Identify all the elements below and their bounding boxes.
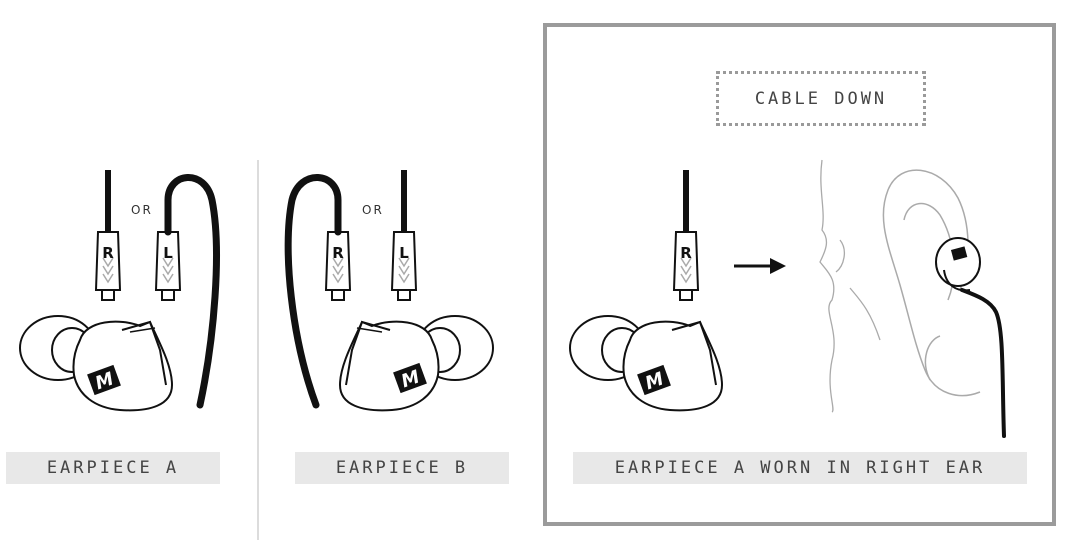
brand-m-logo: M [393, 362, 427, 394]
earpiece-body [72, 320, 174, 412]
or-label-b: OR [362, 203, 384, 217]
connector-label-r: R [680, 244, 692, 262]
connector-r [324, 231, 352, 301]
caption-earpiece-a: EARPIECE A [6, 452, 220, 484]
brand-m-logo: M [87, 364, 121, 396]
arrow-right-icon [734, 258, 786, 274]
caption-worn-right-ear: EARPIECE A WORN IN RIGHT EAR [573, 452, 1027, 484]
caption-earpiece-b: EARPIECE B [295, 452, 509, 484]
connector-r [94, 231, 122, 301]
panel-divider [257, 160, 259, 540]
connector-r [672, 231, 700, 301]
cable-over-ear [164, 174, 220, 409]
worn-panel-frame [543, 23, 1056, 526]
earpiece-body [338, 320, 440, 412]
earpiece-a-illustration: M R L [19, 170, 220, 412]
connector-l [154, 231, 182, 301]
worn-earpiece-illustration: M R [569, 159, 1006, 438]
cable-over-ear [284, 174, 342, 409]
cable-down [960, 288, 1006, 438]
connector-label-l: L [163, 244, 173, 262]
connector-label-r: R [102, 244, 114, 262]
cable-down-label: CABLE DOWN [716, 71, 926, 126]
connector-label-r: R [332, 244, 344, 262]
connector-label-l: L [399, 244, 409, 262]
earpiece-b-illustration: M R L [284, 170, 494, 412]
head-profile [819, 159, 881, 413]
earpiece-in-ear [935, 237, 1006, 438]
connector-l [390, 231, 418, 301]
or-label-a: OR [131, 203, 153, 217]
